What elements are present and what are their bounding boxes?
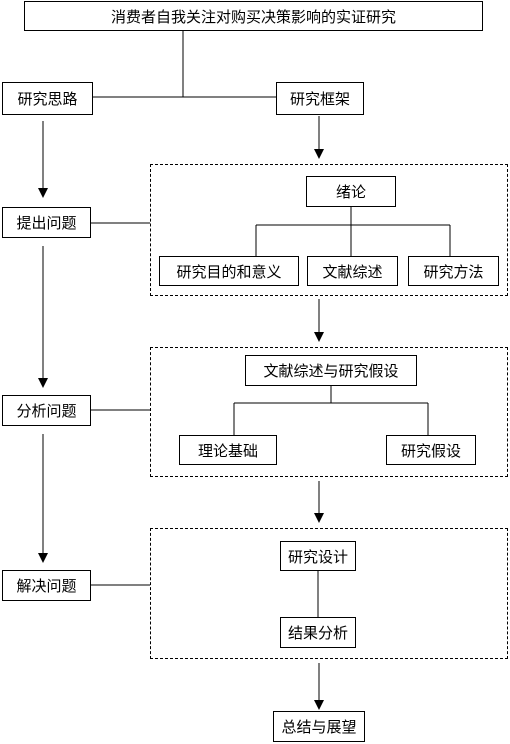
node-summary-outlook: 总结与展望 [273, 711, 365, 742]
group-introduction [150, 164, 508, 296]
node-research-methods: 研究方法 [408, 256, 499, 286]
step-raise-question: 提出问题 [2, 207, 91, 238]
step-solve-question: 解决问题 [2, 570, 91, 601]
group-literature-hypothesis [150, 347, 508, 477]
group-research-design [150, 528, 508, 659]
node-research-design: 研究设计 [280, 541, 356, 571]
node-purpose-significance: 研究目的和意义 [159, 256, 299, 286]
node-theoretical-basis: 理论基础 [179, 435, 277, 465]
main-title: 消费者自我关注对购买决策影响的实证研究 [24, 1, 483, 31]
node-result-analysis: 结果分析 [280, 617, 356, 648]
right-header-research-framework: 研究框架 [276, 82, 364, 115]
step-analyze-question: 分析问题 [2, 395, 91, 426]
node-introduction: 绪论 [306, 176, 396, 207]
node-research-hypothesis: 研究假设 [386, 435, 476, 465]
node-literature-review: 文献综述 [307, 256, 398, 286]
node-literature-and-hypothesis: 文献综述与研究假设 [245, 355, 417, 386]
left-header-research-approach: 研究思路 [2, 82, 93, 115]
